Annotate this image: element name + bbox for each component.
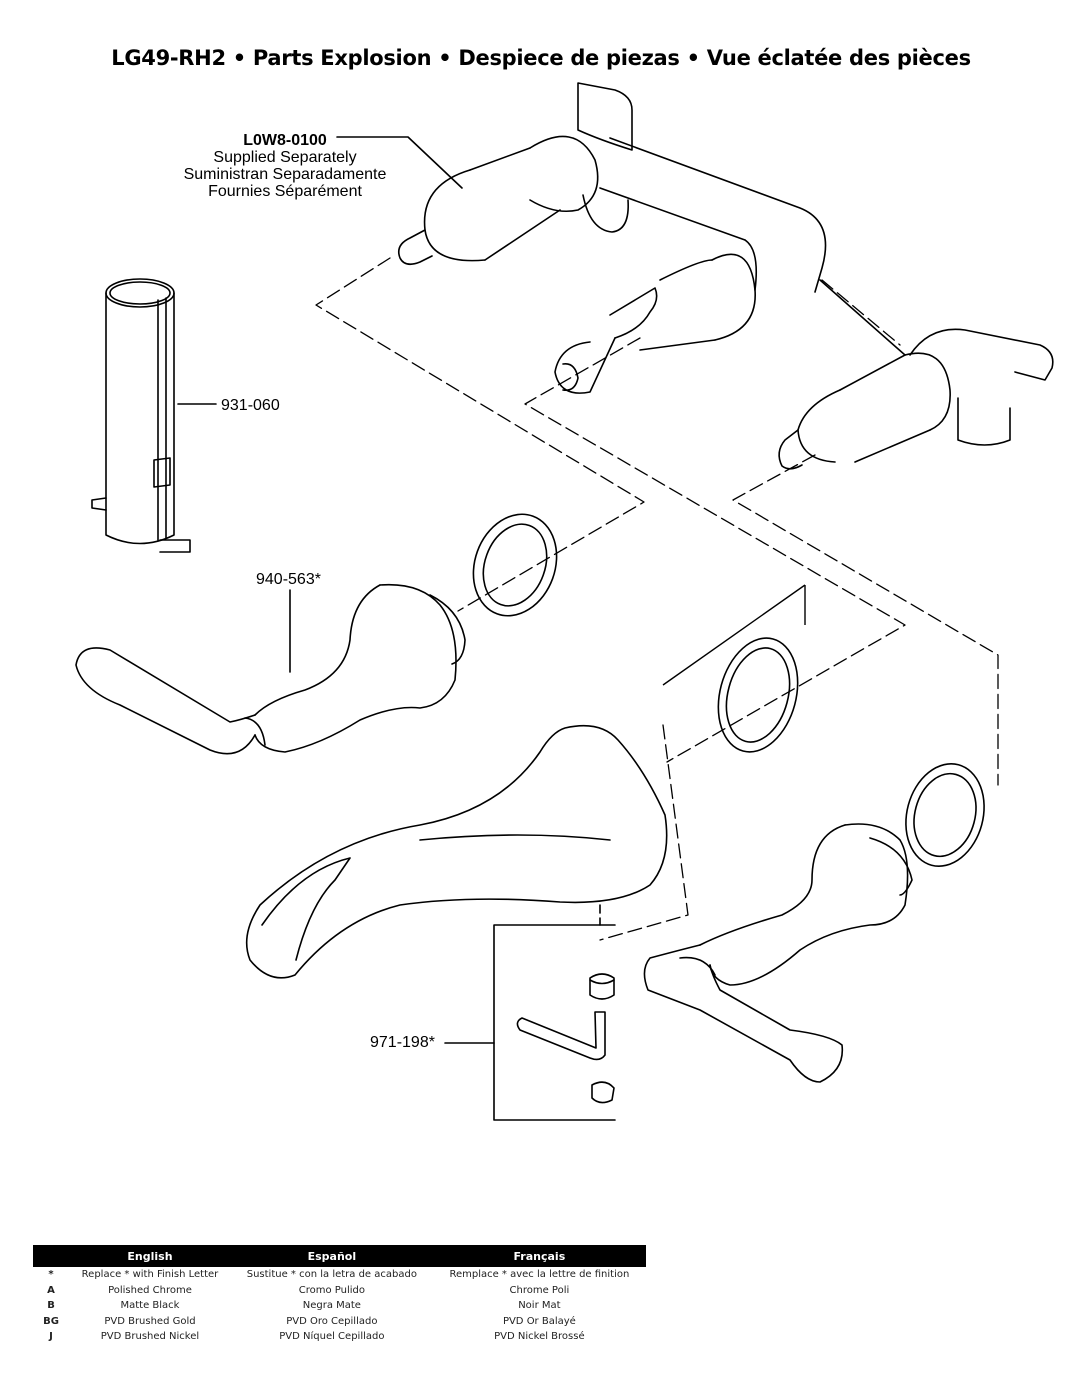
- legend-row: * Replace * with Finish Letter Sustitue …: [33, 1267, 646, 1283]
- legend-row: A Polished Chrome Cromo Pulido Chrome Po…: [33, 1283, 646, 1299]
- legend-french: Remplace * avec la lettre de finition: [449, 1269, 630, 1281]
- finish-legend-table: English Español Français * Replace * wit…: [33, 1245, 646, 1345]
- sleeve-part-label: 931-060: [221, 397, 280, 414]
- legend-spanish: PVD Oro Cepillado: [286, 1315, 378, 1327]
- legend-header-french: Français: [432, 1245, 646, 1267]
- spout: [245, 724, 668, 979]
- rough-in-callout: L0W8-0100 Supplied Separately Suministra…: [150, 132, 420, 200]
- hardware-kit-971-198: [493, 904, 616, 1121]
- handle-right: [643, 823, 913, 1083]
- legend-spanish: Negra Mate: [302, 1300, 361, 1312]
- legend-row: BG PVD Brushed Gold PVD Oro Cepillado PV…: [33, 1314, 646, 1330]
- legend-row: B Matte Black Negra Mate Noir Mat: [33, 1298, 646, 1314]
- legend-french: Noir Mat: [518, 1300, 561, 1312]
- legend-header-code: [33, 1245, 69, 1267]
- sleeve-931-060: [91, 278, 191, 553]
- legend-french: Chrome Poli: [509, 1284, 570, 1296]
- page-title: LG49-RH2 • Parts Explosion • Despiece de…: [111, 46, 971, 70]
- rough-in-part-number: L0W8-0100: [243, 132, 327, 149]
- legend-code: B: [47, 1300, 55, 1312]
- legend-spanish: PVD Níquel Cepillado: [279, 1331, 385, 1343]
- rough-in-note-fr: Fournies Séparément: [208, 183, 362, 200]
- legend-header-spanish: Español: [230, 1245, 433, 1267]
- legend-code: A: [47, 1284, 55, 1296]
- legend-english: PVD Brushed Nickel: [100, 1331, 200, 1343]
- rough-in-valve: [397, 82, 1054, 470]
- handle-part-label: 940-563*: [256, 571, 321, 588]
- seal-ring-left: [472, 513, 558, 617]
- legend-french: PVD Or Balayé: [502, 1315, 576, 1327]
- middle-guides: [662, 584, 806, 686]
- handle-left: [75, 583, 466, 755]
- seal-ring-right: [905, 763, 985, 867]
- rough-in-note-en: Supplied Separately: [213, 149, 357, 166]
- rough-in-note-es: Suministran Separadamente: [183, 166, 387, 183]
- legend-code: J: [49, 1331, 53, 1343]
- seal-ring-middle: [717, 637, 799, 753]
- legend-header-row: English Español Français: [33, 1245, 646, 1267]
- legend-header-english: English: [69, 1245, 231, 1267]
- legend-english: Polished Chrome: [108, 1284, 192, 1296]
- legend-spanish: Cromo Pulido: [298, 1284, 365, 1296]
- legend-english: PVD Brushed Gold: [104, 1315, 196, 1327]
- legend-english: Replace * with Finish Letter: [81, 1269, 219, 1281]
- legend-french: PVD Nickel Brossé: [494, 1331, 585, 1343]
- legend-spanish: Sustitue * con la letra de acabado: [246, 1269, 417, 1281]
- leader-lines: [177, 136, 495, 1044]
- alignment-lines: [315, 257, 999, 941]
- legend-code: *: [48, 1269, 54, 1281]
- legend-row: J PVD Brushed Nickel PVD Níquel Cepillad…: [33, 1329, 646, 1345]
- legend-code: BG: [43, 1315, 59, 1327]
- hardware-kit-part-label: 971-198*: [370, 1034, 435, 1051]
- legend-english: Matte Black: [120, 1300, 180, 1312]
